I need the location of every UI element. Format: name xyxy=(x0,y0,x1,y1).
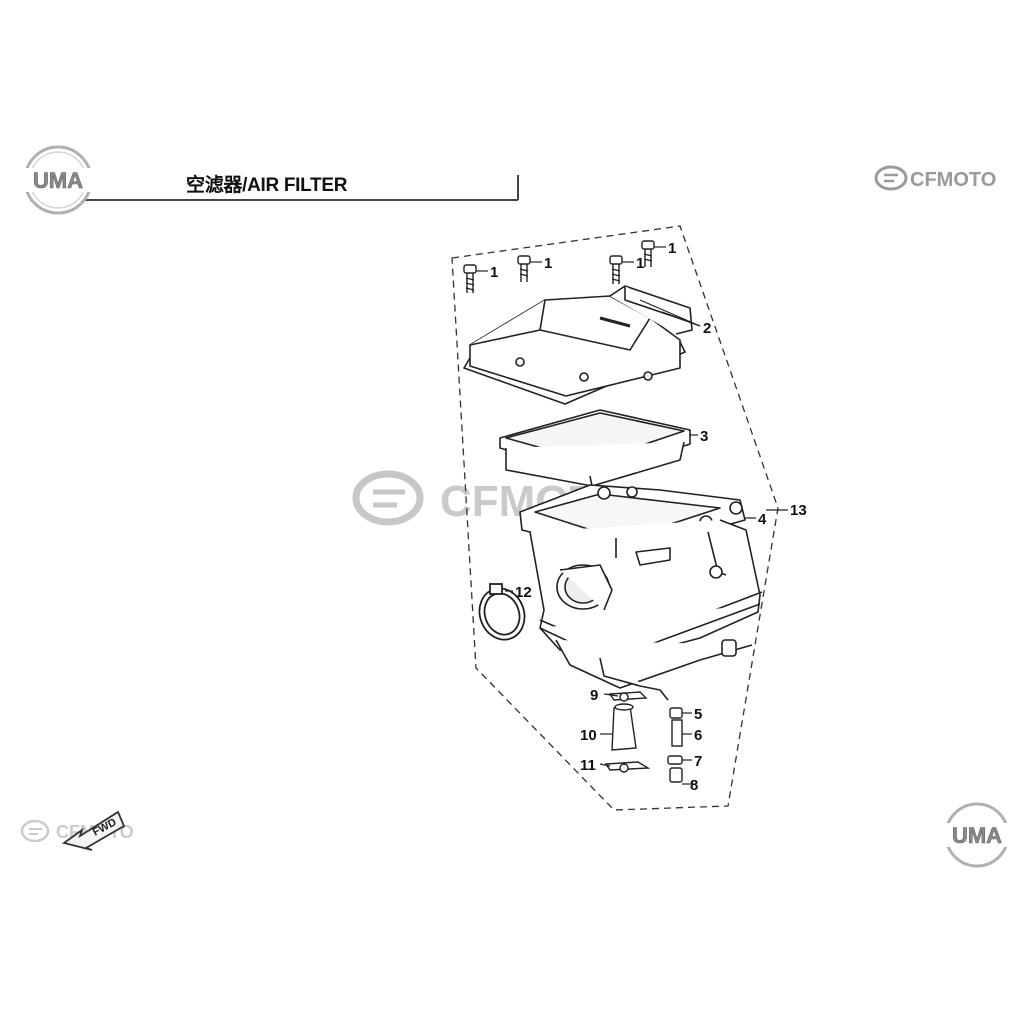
callout-7: 7 xyxy=(694,753,702,770)
bolt-part-1 xyxy=(463,240,655,293)
uma-logo-text: UMA xyxy=(33,168,83,193)
air-filter-lid-part-2 xyxy=(463,285,693,405)
callout-labels: 1 1 1 1 2 3 4 13 12 9 5 10 6 11 7 8 xyxy=(490,240,807,794)
callout-8: 8 xyxy=(690,777,698,794)
callout-13: 13 xyxy=(790,502,807,519)
filter-element-part-3 xyxy=(499,409,691,487)
cfmoto-logo-top-right: CFMOTO xyxy=(874,165,996,191)
callout-12: 12 xyxy=(515,584,532,601)
uma-logo-bottom-right: UMA xyxy=(938,802,1016,868)
callout-1b: 1 xyxy=(544,255,552,272)
callout-1a: 1 xyxy=(490,264,498,281)
callout-1c: 1 xyxy=(636,255,644,272)
callout-3: 3 xyxy=(700,428,708,445)
callout-leaders xyxy=(476,246,788,785)
page-title: 空滤器/AIR FILTER xyxy=(186,175,348,196)
callout-4: 4 xyxy=(758,511,767,528)
header-frame xyxy=(30,175,519,201)
air-box-body-part-13 xyxy=(519,484,763,701)
callout-11: 11 xyxy=(580,757,596,774)
uma-logo-top-left: UMA xyxy=(18,145,98,215)
callout-1d: 1 xyxy=(668,240,676,257)
callout-5: 5 xyxy=(694,706,702,723)
drain-parts-5-11 xyxy=(604,691,683,783)
callout-9: 9 xyxy=(590,687,598,704)
hose-clamp-part-12 xyxy=(478,583,526,641)
callout-10: 10 xyxy=(580,727,597,744)
uma-logo-bottom-text: UMA xyxy=(952,823,1002,848)
assembly-boundary xyxy=(451,225,779,811)
callout-6: 6 xyxy=(694,727,702,744)
cfmoto-logo-text: CFMOTO xyxy=(910,169,996,191)
callout-2: 2 xyxy=(703,320,711,337)
